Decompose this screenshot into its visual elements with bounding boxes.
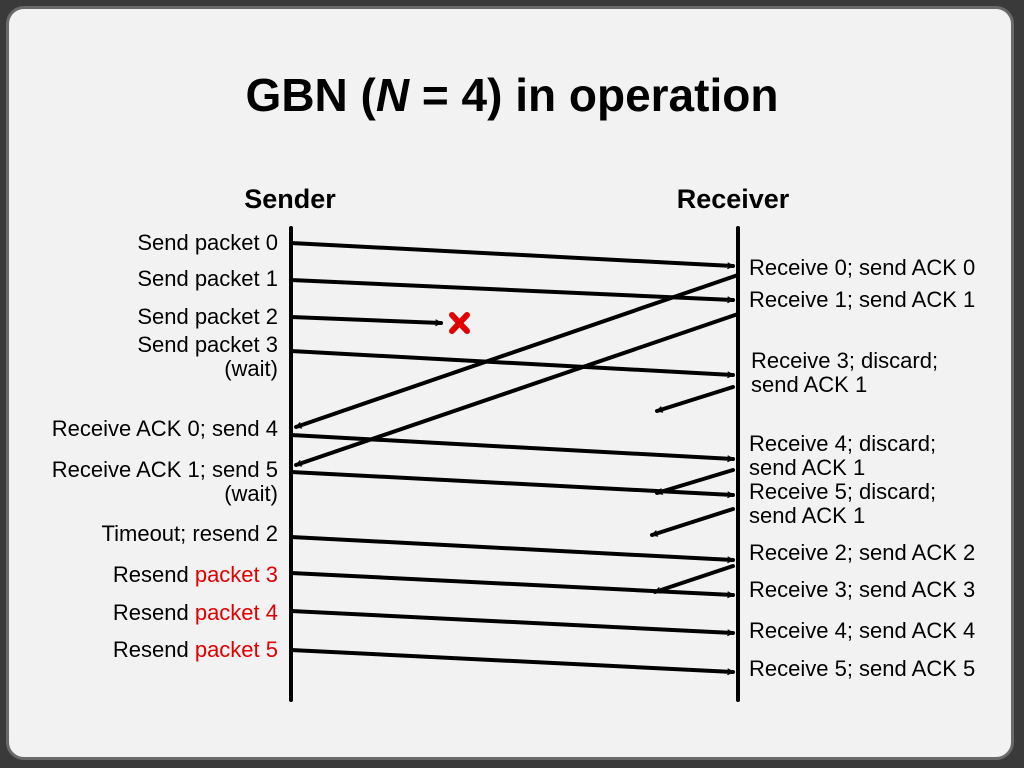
- dup-ack-1-arrow: [650, 507, 735, 537]
- sender-event: (wait): [224, 481, 278, 506]
- sender-event: Receive ACK 1; send 5: [51, 457, 278, 482]
- receiver-event: Receive 4; discard;: [749, 431, 937, 456]
- receiver-event: Receive 1; send ACK 1: [749, 287, 976, 312]
- receiver-event: Receive 3; discard;: [751, 348, 939, 373]
- slide-title: GBN (N = 4) in operation: [0, 68, 1024, 122]
- receiver-event: Receive 4; send ACK 4: [749, 618, 976, 643]
- title-suffix: = 4) in operation: [409, 69, 779, 121]
- packet-0-arrow: [289, 241, 735, 270]
- packet-3-arrow: [289, 349, 735, 379]
- sender-event: (wait): [224, 356, 278, 381]
- sender-event: Receive ACK 0; send 4: [51, 416, 278, 441]
- receiver-event: Receive 0; send ACK 0: [749, 255, 976, 280]
- receiver-event: Receive 5; send ACK 5: [749, 656, 976, 681]
- sender-event: Send packet 1: [137, 266, 278, 291]
- x-mark-icon: [449, 312, 470, 334]
- receiver-event: Receive 5; discard;: [749, 479, 937, 504]
- packet-1-arrow: [289, 278, 735, 304]
- receiver-event: Receive 2; send ACK 2: [749, 540, 976, 565]
- sender-heading: Sender: [244, 184, 336, 214]
- resend-packet-2-arrow: [289, 535, 735, 564]
- title-prefix: GBN (: [245, 69, 376, 121]
- title-variable: N: [375, 69, 410, 121]
- resend-packet-4-arrow: [289, 609, 735, 637]
- ack-1-arrow: [294, 312, 740, 467]
- ack-0-arrow: [294, 273, 740, 429]
- resend-packet-5-arrow: [289, 648, 735, 676]
- packet-4-arrow: [289, 433, 735, 463]
- sender-event: Resend packet 4: [112, 600, 278, 625]
- sender-event: Resend packet 3: [112, 562, 278, 587]
- resend-packet-3-arrow: [289, 571, 735, 599]
- sender-event: Resend packet 5: [112, 637, 278, 662]
- receiver-event: send ACK 1: [751, 372, 868, 397]
- dup-ack-1-arrow: [655, 385, 735, 413]
- sender-event: Send packet 2: [137, 304, 278, 329]
- dup-ack-1-arrow: [655, 468, 735, 495]
- receiver-event: send ACK 1: [749, 455, 866, 480]
- receiver-heading: Receiver: [676, 184, 790, 214]
- receiver-event: send ACK 1: [749, 503, 866, 528]
- receiver-event: Receive 3; send ACK 3: [749, 577, 976, 602]
- ack-2-arrow: [653, 564, 735, 594]
- packet-2-arrow-lost: [289, 315, 443, 327]
- sender-event: Send packet 0: [137, 230, 278, 255]
- sender-event: Send packet 3: [137, 332, 278, 357]
- slide-frame: [6, 6, 1014, 760]
- sender-event: Timeout; resend 2: [101, 521, 279, 546]
